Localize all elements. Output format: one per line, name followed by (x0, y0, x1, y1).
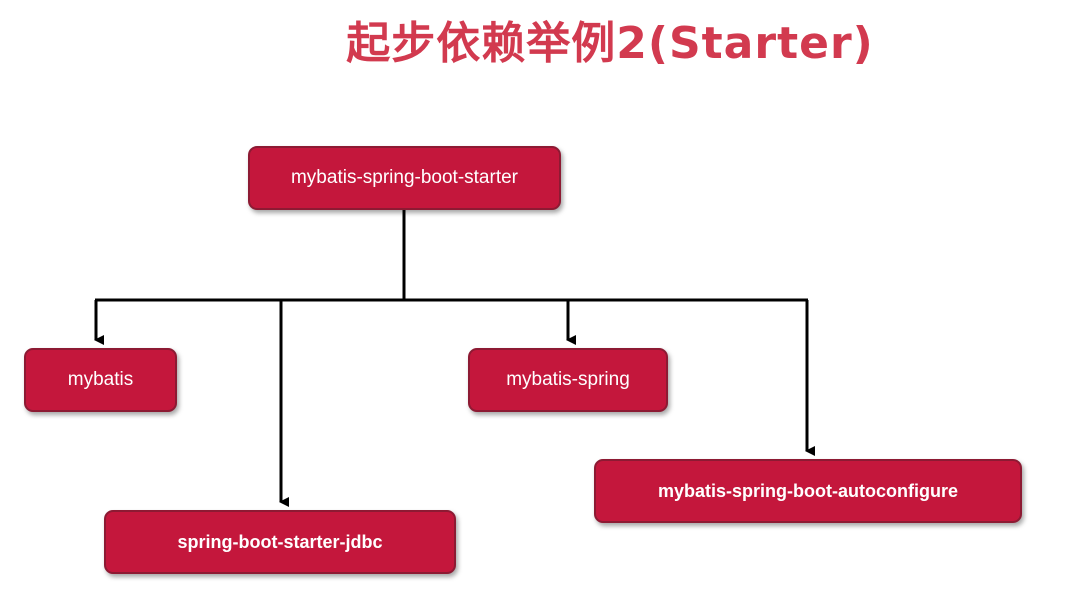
node-mybatis: mybatis (24, 348, 177, 412)
node-mybatis-spring-boot-autoconfigure: mybatis-spring-boot-autoconfigure (594, 459, 1022, 523)
node-spring-boot-starter-jdbc: spring-boot-starter-jdbc (104, 510, 456, 574)
node-mybatis-spring-boot-starter: mybatis-spring-boot-starter (248, 146, 561, 210)
node-mybatis-spring: mybatis-spring (468, 348, 668, 412)
diagram-title: 起步依赖举例2(Starter) (346, 18, 874, 69)
